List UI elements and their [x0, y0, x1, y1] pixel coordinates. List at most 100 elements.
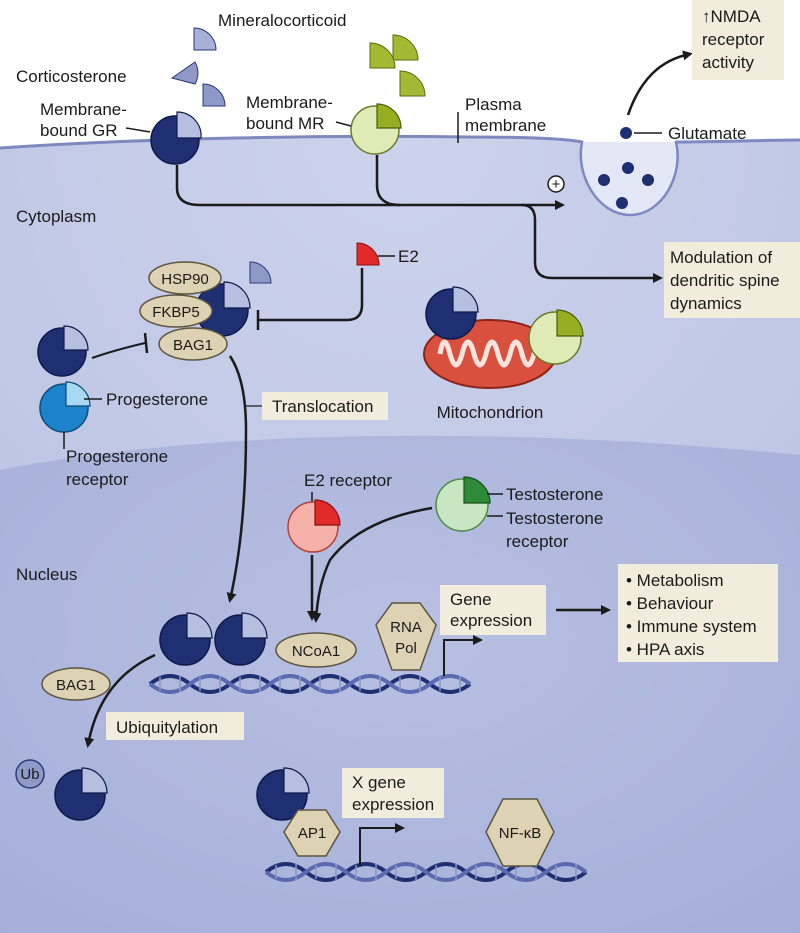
- outcome-metabolism: • Metabolism: [626, 571, 724, 590]
- plasma-membrane-label-line2: membrane: [465, 116, 546, 135]
- synaptic-vesicle-pit: [579, 141, 679, 217]
- transcription-start-arrow: [443, 635, 483, 676]
- hsp90-label: HSP90: [161, 271, 209, 288]
- glutamate-molecule: [620, 127, 632, 139]
- rna-pol-label-line1: RNA: [390, 619, 422, 636]
- ubiquitin-tag: [15, 759, 45, 789]
- rna-pol-label-line2: Pol: [395, 640, 417, 657]
- translocation-label: Translocation: [272, 397, 373, 416]
- bag1-protein: [158, 327, 228, 361]
- corticosterone-molecules: [170, 27, 226, 107]
- gene-expression-box: [440, 585, 546, 635]
- mineralocorticoid-wedge: [392, 34, 419, 61]
- modulation-label-line1: Modulation of: [670, 248, 772, 267]
- mitochondrion-label: Mitochondrion: [437, 403, 544, 422]
- gr-ap1-complex-gr: [256, 767, 310, 821]
- ncoa1-protein: [275, 632, 357, 668]
- x-gene-box: [342, 768, 444, 818]
- nuclear-gr-dimer: [159, 612, 268, 666]
- mineralocorticoid-wedge: [399, 70, 426, 97]
- membrane-gr-label-line1: Membrane-: [40, 100, 127, 119]
- modulation-label-line2: dendritic spine: [670, 271, 780, 290]
- modulation-box: [664, 242, 800, 318]
- mineralocorticoid-label: Mineralocorticoid: [218, 11, 347, 30]
- nfkb-label: NF-κB: [499, 825, 542, 842]
- x-gene-transcription-arrow: [359, 823, 405, 866]
- progesterone-receptor-label-line2: receptor: [66, 470, 129, 489]
- translocation-arrow: [226, 355, 248, 603]
- ubiquitylation-label: Ubiquitylation: [116, 718, 218, 737]
- glutamate-molecule: [598, 174, 610, 186]
- outcomes-box: [618, 564, 778, 662]
- glutamate-label: Glutamate: [668, 124, 746, 143]
- ap1-protein: [283, 809, 341, 857]
- e2-inhibition-line: [258, 268, 364, 322]
- cytoplasmic-gr-free: [37, 325, 89, 377]
- testosterone-label: Testosterone: [506, 485, 603, 504]
- membrane-bound-mr: [350, 103, 402, 155]
- mineralocorticoid-molecules: [369, 34, 426, 97]
- membrane-mr-label-line1: Membrane-: [246, 93, 333, 112]
- cytoplasm-label: Cytoplasm: [16, 207, 96, 226]
- nfkb-protein: [485, 798, 555, 867]
- progesterone-inhibition-line: [91, 342, 146, 359]
- gr-ligand: [223, 281, 251, 309]
- nucleus-label: Nucleus: [16, 565, 77, 584]
- progesterone-receptor-label-line1: Progesterone: [66, 447, 168, 466]
- e2-receptor: [287, 499, 341, 553]
- corticosterone-label: Corticosterone: [16, 67, 127, 86]
- testosterone-wedge: [463, 476, 491, 504]
- nmda-arrow: [626, 50, 693, 116]
- nuclear-bag1-label: BAG1: [56, 677, 96, 694]
- gr-leader-line: [125, 127, 151, 133]
- testosterone-receptor-label-line2: receptor: [506, 532, 569, 551]
- outcome-behaviour: • Behaviour: [626, 594, 714, 613]
- ncoa1-label: NCoA1: [292, 643, 340, 660]
- glutamate-molecule: [622, 162, 634, 174]
- glutamate-molecule: [616, 197, 628, 209]
- fkbp5-label: FKBP5: [152, 304, 200, 321]
- corticosterone-wedge: [193, 27, 217, 51]
- corticosterone-wedge: [202, 83, 226, 107]
- testosterone-receptor-label-line1: Testosterone: [506, 509, 603, 528]
- ubiquitylation-box: [106, 712, 244, 740]
- bag1-label: BAG1: [173, 337, 213, 354]
- rna-pol-protein: [375, 602, 437, 671]
- outcome-hpa-axis: • HPA axis: [626, 640, 704, 659]
- plasma-membrane-label-line1: Plasma: [465, 95, 522, 114]
- hsp90-protein: [148, 261, 222, 295]
- outcome-immune-system: • Immune system: [626, 617, 757, 636]
- ubiquitylation-arrow: [84, 653, 156, 748]
- nuclear-bag1-protein: [41, 667, 111, 701]
- testosterone-to-ncoa1-arrow: [311, 506, 433, 623]
- gr-signal-arrow: [175, 165, 565, 210]
- fkbp5-protein: [139, 294, 213, 328]
- mitochondrial-mr: [528, 309, 584, 365]
- glutamate-molecule: [642, 174, 654, 186]
- dna-helix-upper: [148, 674, 472, 694]
- corticosterone-wedge: [170, 61, 199, 85]
- modulation-label-line3: dynamics: [670, 294, 742, 313]
- mr-leader-line: [335, 121, 352, 127]
- spine-modulation-arrow: [521, 203, 663, 283]
- ap1-label: AP1: [298, 825, 326, 842]
- progesterone-wedge: [65, 381, 91, 407]
- gene-expression-label-line1: Gene: [450, 590, 492, 609]
- nmda-label-line2: receptor: [702, 30, 765, 49]
- e2-wedge: [356, 242, 380, 266]
- membrane-gr-label-line2: bound GR: [40, 121, 118, 140]
- mitochondrial-cristae: [437, 339, 547, 368]
- nmda-label-line3: activity: [702, 53, 754, 72]
- membrane-bound-gr: [150, 111, 202, 165]
- x-gene-label-line2: expression: [352, 795, 434, 814]
- membrane-mr-label-line2: bound MR: [246, 114, 324, 133]
- e2-receptor-label: E2 receptor: [304, 471, 392, 490]
- free-corticosterone-wedge: [249, 261, 272, 284]
- ubiquitin-label: Ub: [20, 766, 39, 783]
- plus-sign: +: [552, 176, 561, 193]
- nmda-box: [692, 0, 784, 80]
- gene-expression-label-line2: expression: [450, 611, 532, 630]
- mineralocorticoid-wedge: [369, 42, 396, 69]
